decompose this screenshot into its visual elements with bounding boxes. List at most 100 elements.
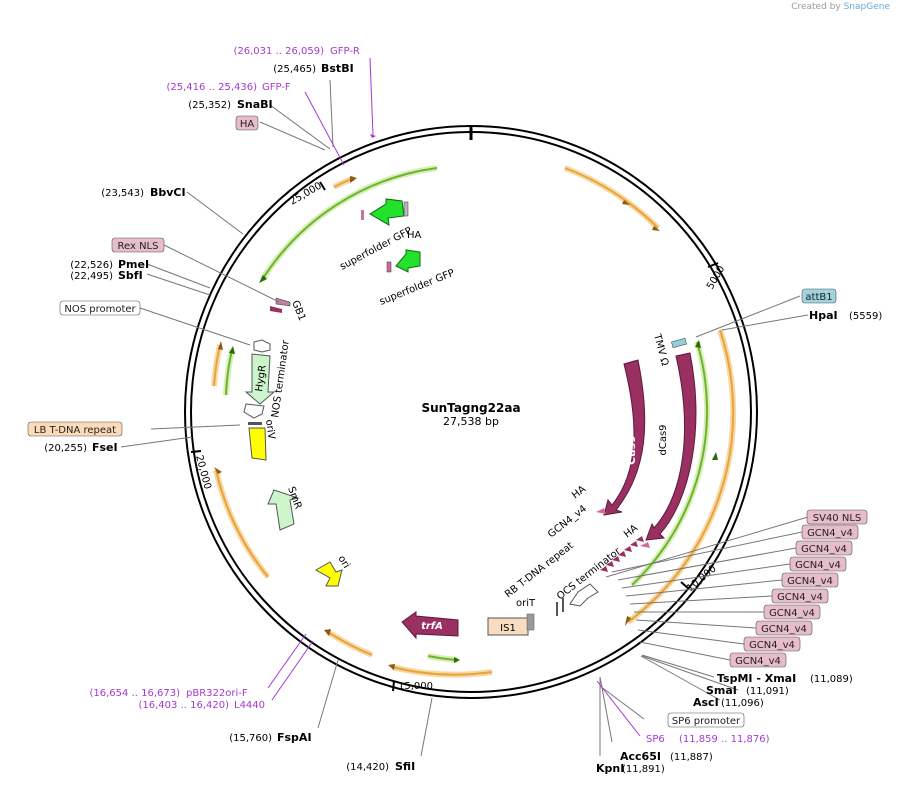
site-bstbi-pos: (25,465) <box>273 64 316 75</box>
ha-inner-label: HA <box>570 484 588 502</box>
ori-feature: ori <box>314 554 352 587</box>
trfa-feature: trfA <box>401 611 459 640</box>
cas9-label: Cas9 <box>625 435 638 465</box>
gcn4-box-text: GCN4_v4 <box>769 608 815 619</box>
site-kpni-pos: (11,891) <box>622 764 665 775</box>
nos-terminator-label: NOS terminator <box>270 339 292 419</box>
orit-label: oriT <box>516 598 536 609</box>
ha-inner-label-2: HA <box>622 523 640 541</box>
is1-label: IS1 <box>500 623 516 634</box>
gcn4-box: GCN4_v4 <box>771 588 829 604</box>
primer-gfp-r-range: (26,031 .. 26,059) <box>234 46 325 57</box>
superfolder-gfp-label-2: superfolder GFP <box>378 268 456 308</box>
primer-l4440: (16,403 .. 16,420) L4440 <box>139 700 266 711</box>
gb1-feature: GB1 <box>270 297 307 323</box>
site-sfii: (14,420) SfiI <box>346 760 415 773</box>
site-tspmi-xmai: TspMI - XmaI (11,089) <box>717 672 853 685</box>
gcn4-box: GCN4_v4 <box>781 572 839 588</box>
ha-label-1: HA <box>407 230 422 241</box>
primer-sp6: SP6 (11,859 .. 11,876) <box>646 734 770 745</box>
box-sp6-promoter: SP6 promoter <box>667 712 745 728</box>
primer-gfp-f-range: (25,416 .. 25,436) <box>167 82 258 93</box>
hygr-feature: HygR NOS terminator <box>243 339 292 419</box>
site-fsei-name: FseI <box>92 441 118 454</box>
box-ha-top: HA <box>235 115 259 131</box>
primer-l4440-range: (16,403 .. 16,420) <box>139 700 230 711</box>
primer-pbr322ori-f-name: pBR322ori-F <box>186 688 248 699</box>
gcn4-box-text: GCN4_v4 <box>777 592 823 603</box>
gcn4-box-text: GCN4_v4 <box>787 576 833 587</box>
primer-gfp-r: (26,031 .. 26,059) GFP-R <box>234 46 360 57</box>
primer-l4440-name: L4440 <box>234 700 265 711</box>
tick-20000: 20,000 <box>193 454 213 491</box>
site-sfii-name: SfiI <box>395 760 415 773</box>
site-fspai-pos: (15,760) <box>229 733 272 744</box>
primer-gfp-r-name: GFP-R <box>330 46 360 57</box>
hygr-label: HygR <box>254 364 269 392</box>
box-rex-nls: Rex NLS <box>111 237 165 253</box>
site-sbfi-pos: (22,495) <box>70 271 113 282</box>
gcn4-leaders <box>611 531 803 661</box>
gcn4-inner-stack <box>596 508 650 572</box>
gcn4-box: GCN4_v4 <box>789 556 847 572</box>
site-fsei: (20,255) FseI <box>44 441 117 454</box>
box-sp6-promoter-text: SP6 promoter <box>672 716 741 727</box>
site-acc65i: Acc65I (11,887) <box>620 750 713 763</box>
site-smai: SmaI (11,091) <box>706 684 789 697</box>
ocs-rb-region: oriT RB T-DNA repeat OCS terminator HA <box>503 523 640 616</box>
gfp-features: superfolder GFP HA superfolder GFP <box>338 198 456 308</box>
dcas9-label: dCas9 <box>658 424 669 455</box>
gcn4-box-text: GCN4_v4 <box>735 656 781 667</box>
primer-gfp-f-name: GFP-F <box>262 82 291 93</box>
site-kpni: KpnI (11,891) <box>596 762 665 775</box>
gcn4-box-list: GCN4_v4 GCN4_v4 GCN4_v4 GCN4_v4 GCN4_v4 … <box>729 524 859 668</box>
site-sbfi-name: SbfI <box>118 269 143 282</box>
cas9-feature: Cas9 <box>603 359 646 516</box>
primer-gfp-f: (25,416 .. 25,436) GFP-F <box>167 82 291 93</box>
box-rex-nls-text: Rex NLS <box>118 241 159 252</box>
site-bbvci: (23,543) BbvCI <box>101 186 185 199</box>
site-pmei-name: PmeI <box>118 258 149 271</box>
site-smai-pos: (11,091) <box>746 686 789 697</box>
box-nos-promoter: NOS promoter <box>59 300 141 316</box>
site-fspai-name: FspAI <box>277 731 312 744</box>
site-acc65i-name: Acc65I <box>620 750 661 763</box>
tmv-label: TMV Ω <box>651 332 670 367</box>
site-smai-name: SmaI <box>706 684 737 697</box>
primer-lines <box>267 57 641 737</box>
site-kpni-name: KpnI <box>596 762 624 775</box>
box-sv40-nls-text: SV40 NLS <box>813 513 862 524</box>
gcn4-box-text: GCN4_v4 <box>807 528 853 539</box>
plasmid-name: SunTagng22aa <box>421 401 520 415</box>
site-sbfi: (22,495) SbfI <box>70 269 142 282</box>
site-fspai: (15,760) FspAI <box>229 731 311 744</box>
gcn4-box: GCN4_v4 <box>729 652 787 668</box>
primer-sp6-name: SP6 <box>646 734 665 745</box>
trfa-label: trfA <box>421 621 443 632</box>
leader-lines <box>120 79 809 757</box>
site-asci-pos: (11,096) <box>721 698 764 709</box>
site-acc65i-pos: (11,887) <box>670 752 713 763</box>
site-hpai-name: HpaI <box>809 309 838 322</box>
box-lb-repeat-text: LB T-DNA repeat <box>34 425 116 436</box>
gcn4-inner-label: GCN4_v4 <box>546 503 589 540</box>
gcn4-box-text: GCN4_v4 <box>761 624 807 635</box>
plasmid-length: 27,538 bp <box>443 415 499 428</box>
smr-feature: SmR <box>267 485 303 531</box>
site-asci: AscI (11,096) <box>693 696 764 709</box>
watermark-prefix: Created by <box>791 2 841 12</box>
box-lb-repeat: LB T-DNA repeat <box>27 421 123 437</box>
oriv-label: oriV <box>263 419 277 440</box>
site-bstbi: (25,465) BstBI <box>273 62 353 75</box>
site-tspmi-xmai-pos: (11,089) <box>810 674 853 685</box>
site-pmei-pos: (22,526) <box>70 260 113 271</box>
backbone <box>184 125 758 699</box>
green-tracks <box>223 165 718 663</box>
site-bbvci-pos: (23,543) <box>101 188 144 199</box>
gcn4-box: GCN4_v4 <box>763 604 821 620</box>
gcn4-box: GCN4_v4 <box>743 636 801 652</box>
box-nos-promoter-text: NOS promoter <box>64 304 136 315</box>
site-bbvci-name: BbvCI <box>150 186 186 199</box>
site-snabi-pos: (25,352) <box>188 100 231 111</box>
